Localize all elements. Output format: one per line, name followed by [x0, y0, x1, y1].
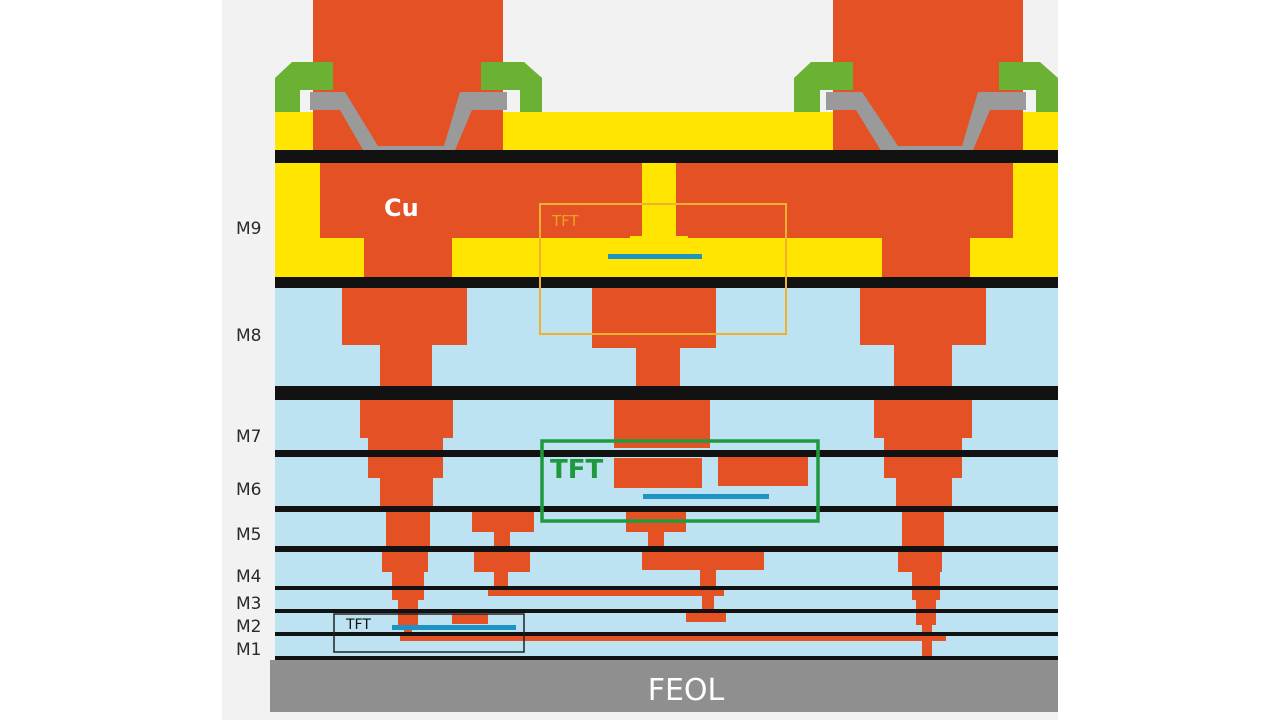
left-passivation-a [275, 62, 333, 112]
barrier-m4-m3 [275, 586, 1058, 590]
center-m3-block [686, 612, 726, 622]
center-m8-via [636, 348, 680, 392]
tft-channels [392, 254, 769, 630]
m9-center-yellow-via [642, 162, 676, 242]
center-m8-block [592, 288, 716, 348]
m9-center-yellow-cap [630, 236, 688, 254]
barrier-m3-m2 [275, 609, 1058, 613]
barrier-m1-feol [275, 656, 1058, 660]
m2-left-block [452, 614, 488, 624]
barrier-lines [275, 150, 1058, 660]
left-passivation-b [481, 62, 542, 112]
passivation-caps [275, 62, 1058, 112]
barrier-m5-m4 [275, 546, 1058, 552]
left-liner [310, 92, 507, 162]
right-passivation-a [794, 62, 853, 112]
m4-left-via [494, 572, 508, 590]
barrier-m6-m5 [275, 506, 1058, 512]
right-liner [826, 92, 1026, 162]
label-m3: M3 [236, 594, 261, 614]
m1-long-line [400, 636, 946, 641]
m9-tft-gap-right [702, 238, 882, 278]
barrier-top [275, 150, 1058, 163]
tft-channel-top [608, 254, 702, 259]
left-copper-column [342, 288, 467, 636]
right-passivation-b [999, 62, 1058, 112]
feol-base [270, 660, 1058, 712]
tft-box-bottom [333, 613, 525, 653]
label-m6: M6 [236, 480, 261, 500]
label-m5: M5 [236, 525, 261, 545]
copper-pads [313, 0, 1023, 150]
barrier-m2-m1 [275, 632, 1058, 636]
m6-right-block [718, 456, 808, 486]
tft-box-mid [540, 439, 820, 523]
tft-channel-mid [643, 494, 769, 499]
m9-tft-gap-left [452, 238, 602, 278]
center-m4-line [642, 552, 764, 570]
barrier-m9-m8 [275, 277, 1058, 288]
label-m7: M7 [236, 427, 261, 447]
liners [310, 92, 1026, 162]
lower-left-branch [400, 512, 946, 641]
label-cu: Cu [384, 194, 419, 222]
label-tft-mid: TFT [550, 455, 603, 485]
right-pad [833, 0, 1023, 150]
center-m3-stem [702, 592, 714, 614]
center-m6-block [614, 458, 702, 488]
m5-left-block [472, 512, 534, 532]
tft-channel-bottom [392, 625, 516, 630]
m3-long-line [488, 588, 724, 596]
label-tft-bottom: TFT [345, 617, 371, 633]
label-m2: M2 [236, 617, 261, 637]
label-m1: M1 [236, 640, 261, 660]
label-tft-top: TFT [551, 212, 580, 230]
label-feol: FEOL [648, 673, 725, 708]
label-m4: M4 [236, 567, 261, 587]
left-pad [313, 0, 503, 150]
m4-left-block [474, 552, 530, 572]
barrier-m8-m7 [275, 386, 1058, 400]
right-copper-column [860, 288, 986, 660]
copper-m9 [320, 162, 1013, 288]
label-m9: M9 [236, 219, 261, 239]
tft-box-top [539, 203, 787, 335]
barrier-m7-m6 [275, 450, 1058, 457]
label-m8: M8 [236, 326, 261, 346]
